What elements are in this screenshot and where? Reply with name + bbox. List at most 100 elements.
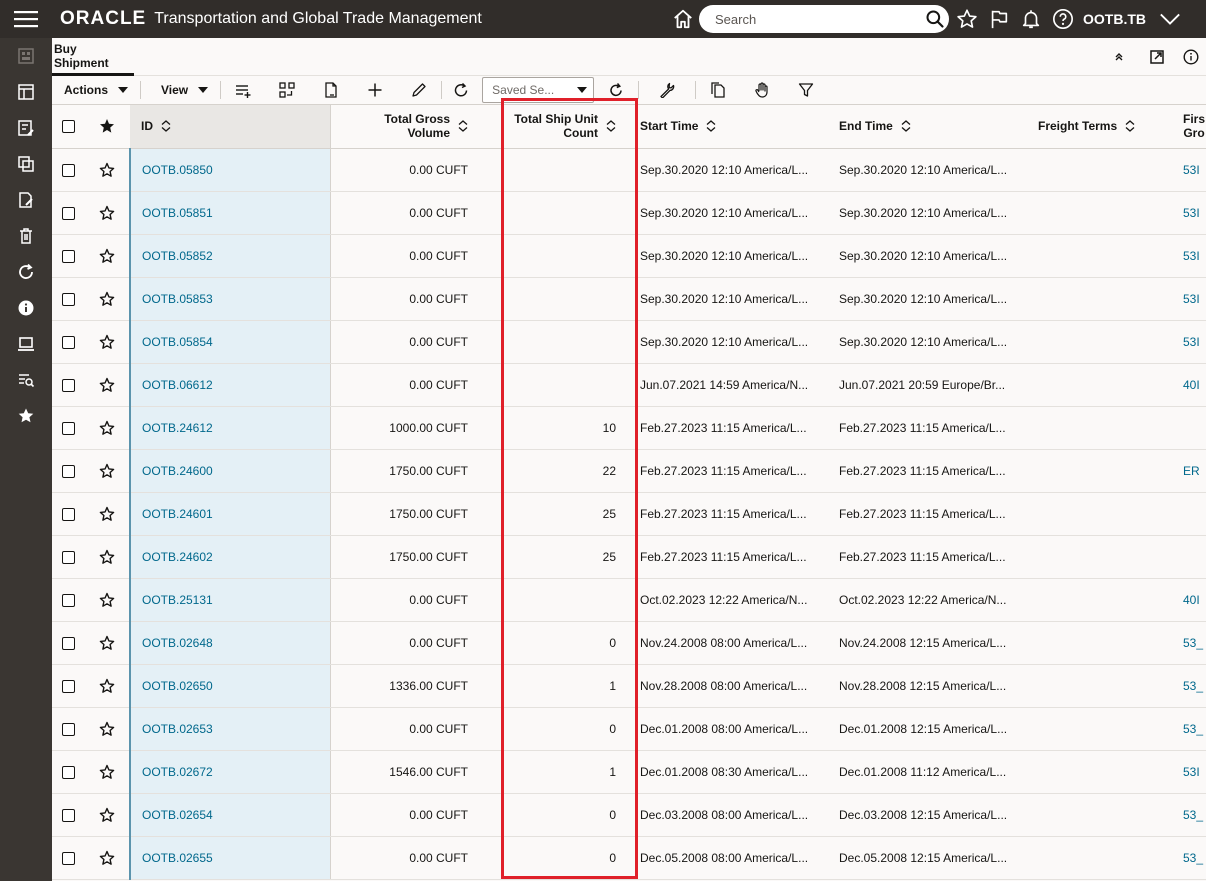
search-icon[interactable] [925, 9, 945, 29]
row-checkbox[interactable] [61, 593, 75, 607]
row-checkbox[interactable] [61, 765, 75, 779]
star-outline-icon[interactable] [99, 850, 115, 866]
first-group-link[interactable]: 53I [1183, 334, 1200, 349]
first-group-link[interactable]: 53I [1183, 291, 1200, 306]
shipment-id-link[interactable]: OOTB.25131 [142, 592, 213, 607]
tab-buy-shipment[interactable]: Buy Shipment [52, 38, 134, 76]
first-group-link[interactable]: 53I [1183, 764, 1200, 779]
search-input[interactable] [713, 10, 925, 28]
notifications-button[interactable] [1015, 0, 1047, 38]
user-menu-button[interactable] [1154, 0, 1186, 38]
row-checkbox[interactable] [61, 163, 75, 177]
favorites-button[interactable] [951, 0, 983, 38]
star-outline-icon[interactable] [99, 420, 115, 436]
row-checkbox[interactable] [61, 722, 75, 736]
first-group-link[interactable]: 53I [1183, 248, 1200, 263]
sort-icon[interactable] [706, 120, 716, 133]
rail-dashboard[interactable] [0, 38, 52, 74]
saved-search-select[interactable]: Saved Se... [482, 77, 595, 103]
copy-button[interactable] [696, 76, 740, 104]
query-builder-button[interactable] [265, 76, 309, 104]
row-checkbox[interactable] [61, 292, 75, 306]
add-row-button[interactable] [221, 76, 265, 104]
row-checkbox[interactable] [61, 636, 75, 650]
shipment-id-link[interactable]: OOTB.24601 [142, 506, 213, 521]
first-group-link[interactable]: 53_ [1183, 635, 1204, 650]
first-group-link[interactable] [1182, 550, 1183, 564]
shipment-id-link[interactable]: OOTB.02672 [142, 764, 213, 779]
row-checkbox[interactable] [61, 249, 75, 263]
rail-info[interactable] [0, 290, 52, 326]
global-search[interactable] [699, 5, 949, 33]
first-group-link[interactable]: 53I [1183, 205, 1200, 220]
view-menu-button[interactable]: View [141, 76, 220, 104]
star-outline-icon[interactable] [99, 592, 115, 608]
first-group-link[interactable] [1182, 421, 1183, 435]
manual-selection-button[interactable] [740, 76, 784, 104]
star-outline-icon[interactable] [99, 334, 115, 350]
rail-search-list[interactable] [0, 362, 52, 398]
row-checkbox[interactable] [61, 851, 75, 865]
user-name[interactable]: OOTB.TB [1083, 11, 1146, 27]
star-outline-icon[interactable] [99, 162, 115, 178]
add-button[interactable] [353, 76, 397, 104]
column-header-gross-volume[interactable]: Total Gross Volume [330, 105, 502, 149]
sort-icon[interactable] [161, 120, 171, 133]
sort-icon[interactable] [901, 120, 911, 133]
star-outline-icon[interactable] [99, 764, 115, 780]
first-group-link[interactable] [1182, 507, 1183, 521]
shipment-id-link[interactable]: OOTB.05853 [142, 291, 213, 306]
refresh-results-button[interactable] [442, 76, 480, 104]
home-button[interactable] [667, 0, 699, 38]
edit-button[interactable] [397, 76, 441, 104]
shipment-id-link[interactable]: OOTB.05851 [142, 205, 213, 220]
rail-edit-list[interactable] [0, 110, 52, 146]
shipment-id-link[interactable]: OOTB.02648 [142, 635, 213, 650]
rail-refresh[interactable] [0, 254, 52, 290]
sort-icon[interactable] [458, 120, 468, 133]
rail-edit-document[interactable] [0, 182, 52, 218]
column-header-freight-terms[interactable]: Freight Terms [1034, 105, 1182, 149]
row-checkbox[interactable] [61, 507, 75, 521]
sort-icon[interactable] [606, 120, 616, 133]
navigator-menu-button[interactable] [0, 0, 52, 38]
filter-button[interactable] [784, 76, 828, 104]
shipment-id-link[interactable]: OOTB.02654 [142, 807, 213, 822]
row-checkbox[interactable] [61, 808, 75, 822]
first-group-link[interactable]: 53I [1183, 162, 1200, 177]
first-group-link[interactable]: 53_ [1183, 721, 1204, 736]
actions-menu-button[interactable]: Actions [52, 76, 140, 104]
shipment-id-link[interactable]: OOTB.05852 [142, 248, 213, 263]
rail-favorites[interactable] [0, 398, 52, 434]
shipment-id-link[interactable]: OOTB.05850 [142, 162, 213, 177]
star-outline-icon[interactable] [99, 721, 115, 737]
star-outline-icon[interactable] [99, 377, 115, 393]
star-outline-icon[interactable] [99, 549, 115, 565]
shipment-id-link[interactable]: OOTB.06612 [142, 377, 213, 392]
first-group-link[interactable]: 53_ [1183, 678, 1204, 693]
shipment-id-link[interactable]: OOTB.05854 [142, 334, 213, 349]
row-checkbox[interactable] [61, 550, 75, 564]
reload-button[interactable] [594, 76, 638, 104]
shipment-id-link[interactable]: OOTB.24600 [142, 463, 213, 478]
tools-button[interactable] [639, 76, 695, 104]
row-checkbox[interactable] [61, 335, 75, 349]
row-checkbox[interactable] [61, 464, 75, 478]
row-checkbox[interactable] [61, 679, 75, 693]
select-all-checkbox[interactable] [61, 120, 75, 134]
help-button[interactable] [1047, 0, 1079, 38]
row-checkbox[interactable] [61, 421, 75, 435]
